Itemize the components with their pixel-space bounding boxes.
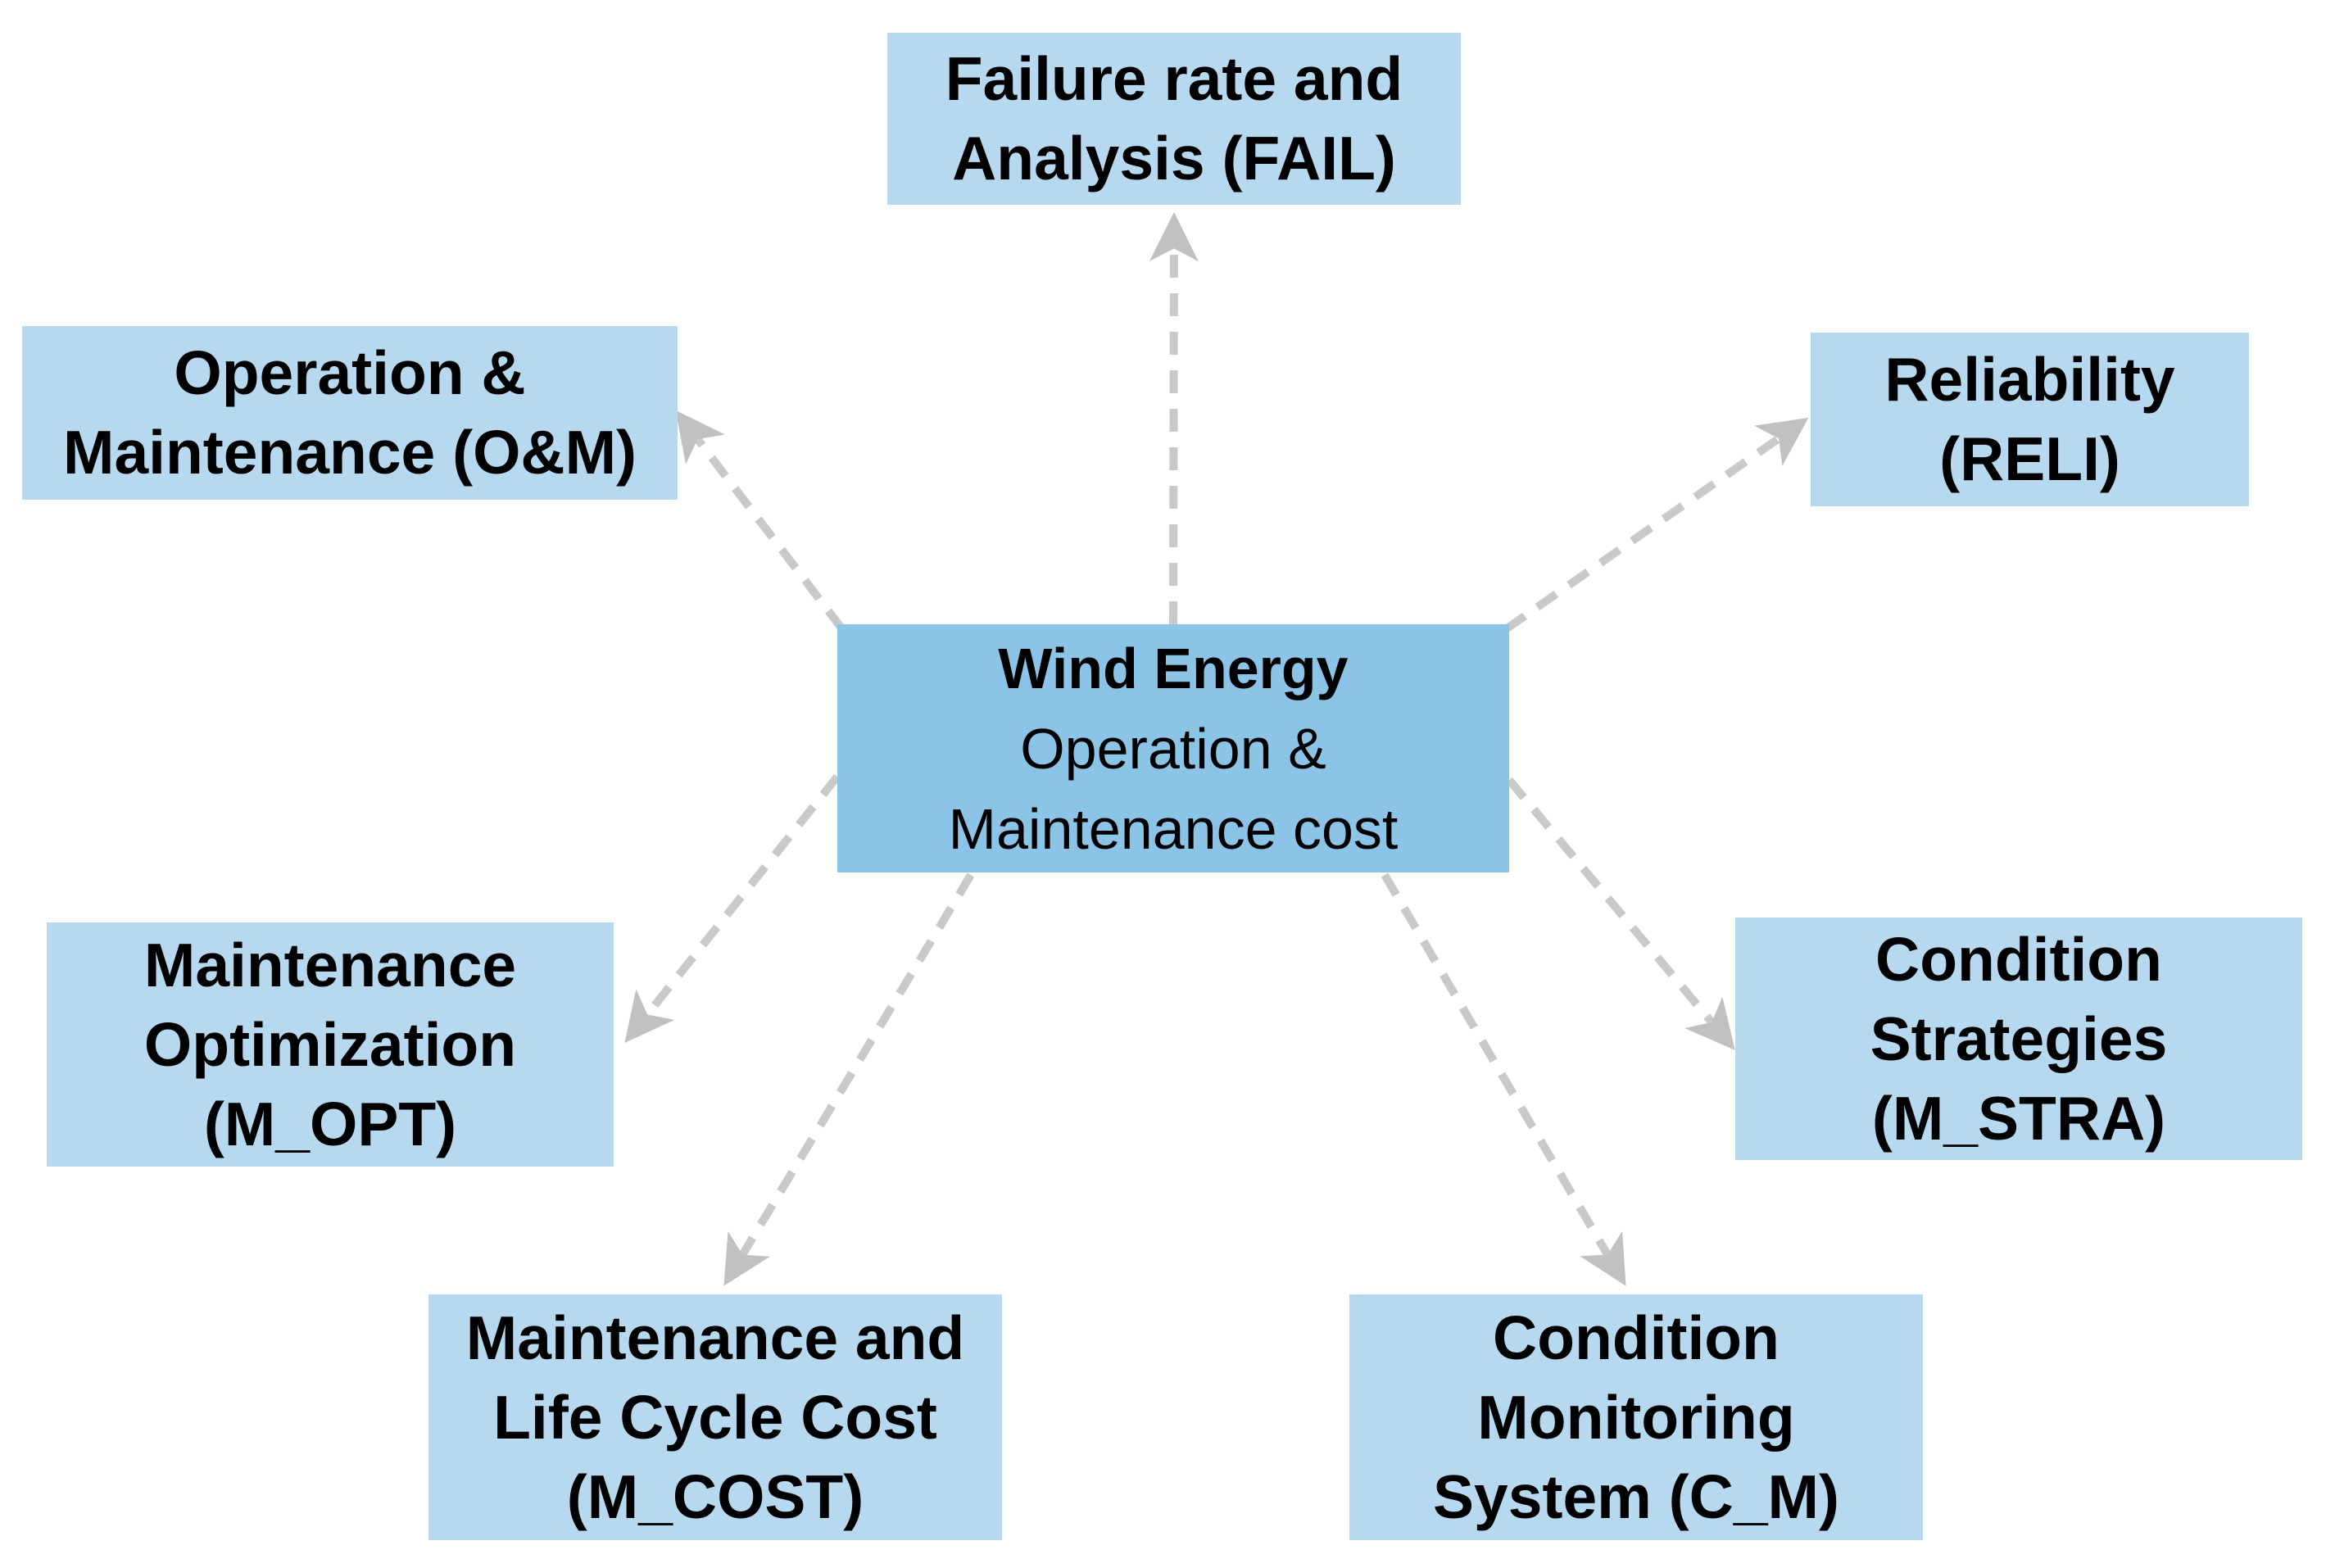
center-node-subtitle-line: Maintenance cost bbox=[948, 796, 1399, 861]
node-label-line: Condition bbox=[1875, 924, 2162, 994]
node-label-line: Analysis (FAIL) bbox=[952, 124, 1396, 193]
node-label-line: Maintenance and bbox=[465, 1303, 965, 1372]
node-operation-maintenance: Operation & Maintenance (O&M) bbox=[22, 326, 678, 500]
node-label-line: (M_COST) bbox=[566, 1462, 864, 1531]
node-label-line: Condition bbox=[1493, 1303, 1780, 1372]
center-node-title: Wind Energy bbox=[998, 636, 1349, 700]
node-label-line: Operation & bbox=[174, 338, 526, 407]
node-label-line: Maintenance bbox=[143, 930, 517, 999]
connector-fail-arrow bbox=[1149, 212, 1199, 625]
node-label-line: Monitoring bbox=[1477, 1382, 1795, 1452]
node-label-line: Optimization bbox=[143, 1009, 517, 1079]
node-label-line: Life Cycle Cost bbox=[493, 1382, 937, 1452]
connector-om-arrow bbox=[675, 410, 846, 632]
node-label-line: (M_OPT) bbox=[203, 1089, 457, 1158]
node-maintenance-life-cycle-cost: Maintenance and Life Cycle Cost (M_COST) bbox=[428, 1294, 1002, 1540]
connector-mopt-arrow bbox=[624, 773, 841, 1044]
node-condition-monitoring-system: Condition Monitoring System (C_M) bbox=[1349, 1294, 1923, 1540]
node-wind-energy-center: Wind Energy Operation & Maintenance cost bbox=[837, 624, 1509, 872]
node-reliability: Reliability (RELI) bbox=[1811, 333, 2249, 506]
node-condition-strategies: Condition Strategies (M_STRA) bbox=[1735, 918, 2302, 1160]
center-node-subtitle-line: Operation & bbox=[1020, 716, 1326, 781]
connector-reli-arrow bbox=[1503, 417, 1809, 633]
node-label-line: Failure rate and bbox=[945, 44, 1403, 113]
node-label-line: (M_STRA) bbox=[1871, 1083, 2166, 1153]
node-label-line: Strategies bbox=[1870, 1004, 2168, 1073]
node-maintenance-optimization: Maintenance Optimization (M_OPT) bbox=[47, 922, 614, 1167]
node-failure-rate-analysis: Failure rate and Analysis (FAIL) bbox=[887, 33, 1461, 205]
connector-mcost-arrow bbox=[723, 872, 975, 1286]
node-label-line: Maintenance (O&M) bbox=[62, 418, 637, 487]
connector-mstra-arrow bbox=[1506, 777, 1735, 1050]
node-label-line: (RELI) bbox=[1939, 424, 2120, 493]
node-label-line: System (C_M) bbox=[1433, 1462, 1839, 1531]
node-label-line: Reliability bbox=[1884, 345, 2175, 414]
connector-cm-arrow bbox=[1381, 872, 1626, 1286]
